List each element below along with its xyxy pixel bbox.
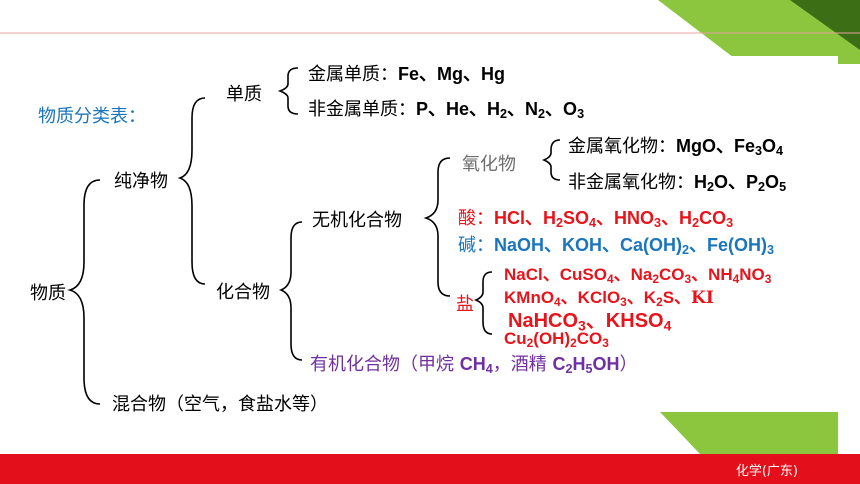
content-panel [22, 56, 838, 412]
nonmetal-element-label: 非金属单质： [308, 99, 416, 120]
salt-label: 盐 [456, 294, 474, 315]
element: 单质 [226, 84, 262, 105]
salt-ki: KI [691, 288, 714, 308]
base-label: 碱： [458, 235, 494, 256]
metal-oxide-label: 金属氧化物： [568, 136, 676, 157]
brace-oxide [541, 139, 561, 181]
acid-label: 酸： [458, 208, 494, 229]
metal-oxide-items: MgO、Fe3O4 [676, 136, 784, 159]
nonmetal-oxide-label: 非金属氧化物： [568, 172, 694, 193]
page-title: 物质分类表： [38, 106, 146, 127]
ethanol-formula: C2H5OH [552, 354, 620, 377]
organic-mid: ，酒精 [492, 354, 553, 375]
nonmetal-element-items: P、He、H2、N2、O3 [416, 99, 585, 122]
metal-oxide-row: 金属氧化物：MgO、Fe3O4 [568, 132, 783, 158]
organic-label: 有机化合物（甲烷 [310, 354, 460, 375]
brace-root [67, 179, 101, 405]
dark-green-corner [790, 0, 860, 50]
base-row: 碱：NaOH、KOH、Ca(OH)2、Fe(OH)3 [458, 231, 774, 257]
organic-end: ） [619, 354, 638, 375]
organic-row: 有机化合物（甲烷 CH4，酒精 C2H5OH） [310, 350, 638, 376]
salt-line-1: NaCl、CuSO4、Na2CO3、NH4NO3 [504, 265, 772, 286]
base-items: NaOH、KOH、Ca(OH)2、Fe(OH)3 [494, 235, 775, 258]
green-stripe-bottom [660, 412, 838, 454]
oxide: 氧化物 [462, 154, 516, 175]
footer-bar: 化学(广东) [0, 454, 860, 484]
pure-substance: 纯净物 [114, 171, 168, 192]
footer-label: 化学(广东) [735, 464, 798, 479]
metal-element-items: Fe、Mg、Hg [398, 64, 505, 84]
salt-line-2: KMnO4、KClO3、K2S、KI [504, 283, 714, 308]
brace-salt [473, 271, 493, 335]
green-stripe-top [658, 0, 860, 64]
root-matter: 物质 [30, 283, 66, 304]
salt-line-3: NaHCO3、KHSO4 [508, 310, 672, 334]
metal-element-label: 金属单质： [308, 64, 398, 85]
compound: 化合物 [216, 282, 270, 303]
salt-line-4: Cu2(OH)2CO3 [504, 329, 609, 350]
nonmetal-element-row: 非金属单质：P、He、H2、N2、O3 [308, 95, 584, 121]
acid-items: HCl、H2SO4、HNO3、H2CO3 [494, 208, 734, 231]
brace-element [277, 67, 299, 115]
metal-element-row: 金属单质：Fe、Mg、Hg [308, 60, 505, 86]
salt-line-2-formulas: KMnO4、KClO3、K2S、 [504, 288, 692, 309]
methane-formula: CH4 [459, 354, 493, 377]
brace-compound [278, 221, 303, 361]
brace-pure [177, 97, 206, 285]
inorganic-compound: 无机化合物 [312, 210, 402, 231]
nonmetal-oxide-row: 非金属氧化物：H2O、P2O5 [568, 168, 786, 194]
brace-inorganic [423, 157, 451, 297]
acid-row: 酸：HCl、H2SO4、HNO3、H2CO3 [458, 204, 733, 230]
nonmetal-oxide-items: H2O、P2O5 [694, 172, 787, 195]
mixture: 混合物（空气，食盐水等） [112, 394, 328, 415]
